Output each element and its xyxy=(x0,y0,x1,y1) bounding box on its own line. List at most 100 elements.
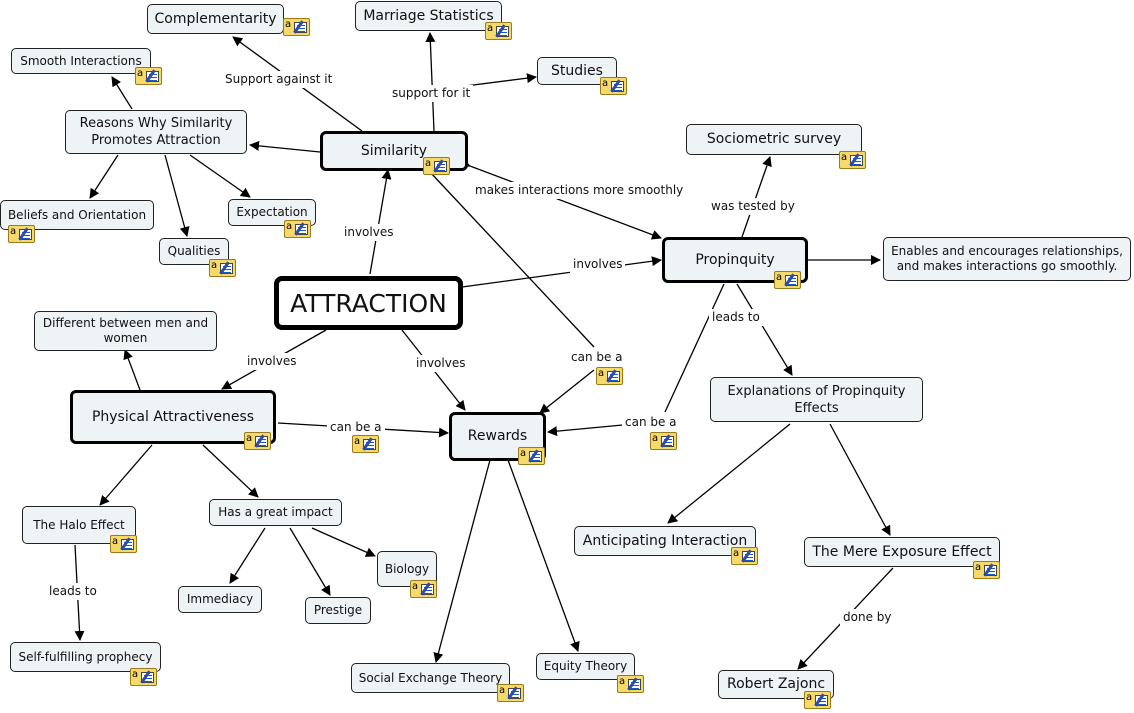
node-sociometric-survey[interactable]: Sociometric survey xyxy=(686,124,862,155)
note-letter-glyph: a xyxy=(487,23,494,34)
link-label-support-for: support for it xyxy=(389,85,474,102)
resource-note-icon[interactable]: a xyxy=(617,675,644,693)
node-self-fulfilling[interactable]: Self-fulfilling prophecy xyxy=(10,642,161,672)
resource-note-icon[interactable]: a xyxy=(774,271,801,289)
resource-note-icon[interactable]: a xyxy=(600,77,627,95)
resource-note-icon[interactable]: a xyxy=(596,367,623,385)
resource-note-icon[interactable]: a xyxy=(244,432,271,450)
edge-rewards-equity xyxy=(507,459,580,652)
resource-note-icon[interactable]: a xyxy=(423,157,450,175)
node-rewards[interactable]: Rewards xyxy=(449,412,546,461)
link-label-can-be-a-propinquity: can be a xyxy=(622,414,680,431)
edge-similarity-propinquity xyxy=(459,158,662,240)
node-complementarity[interactable]: Complementarity xyxy=(147,4,284,34)
note-letter-glyph: a xyxy=(841,152,848,163)
node-physical-attractiveness[interactable]: Physical Attractiveness xyxy=(70,390,276,444)
edge-reasons-smooth xyxy=(111,76,133,110)
note-letter-glyph: a xyxy=(598,368,605,379)
note-letter-glyph: a xyxy=(619,676,626,687)
edge-reasons-qualities xyxy=(164,154,190,237)
node-great-impact[interactable]: Has a great impact xyxy=(209,499,342,526)
edge-physical-different xyxy=(123,349,141,391)
note-letter-glyph: a xyxy=(806,692,813,703)
resource-note-icon[interactable]: a xyxy=(973,561,1000,579)
edge-similarity-rewards xyxy=(429,171,595,348)
resource-note-icon[interactable]: a xyxy=(804,691,831,709)
note-letter-glyph: a xyxy=(776,272,783,283)
edge-impact-immediacy xyxy=(229,527,266,584)
note-letter-glyph: a xyxy=(602,78,609,89)
note-letter-glyph: a xyxy=(652,433,659,444)
node-biology[interactable]: Biology xyxy=(377,551,437,587)
note-letter-glyph: a xyxy=(354,436,361,447)
resource-note-icon[interactable]: a xyxy=(839,151,866,169)
node-attraction[interactable]: ATTRACTION xyxy=(274,276,463,330)
note-letter-glyph: a xyxy=(211,260,218,271)
node-social-exchange[interactable]: Social Exchange Theory xyxy=(351,663,510,693)
node-explanations[interactable]: Explanations of Propinquity Effects xyxy=(710,377,923,422)
resource-note-icon[interactable]: a xyxy=(284,220,311,238)
note-letter-glyph: a xyxy=(246,433,253,444)
link-label-makes-smooth: makes interactions more smoothly xyxy=(472,182,687,199)
edge-impact-biology xyxy=(311,527,376,557)
resource-note-icon[interactable]: a xyxy=(8,225,35,243)
node-enables[interactable]: Enables and encourages relationships, an… xyxy=(883,237,1131,281)
link-label-leads-to-self: leads to xyxy=(46,583,100,600)
note-letter-glyph: a xyxy=(137,68,144,79)
resource-note-icon[interactable]: a xyxy=(497,684,524,702)
node-marriage-statistics[interactable]: Marriage Statistics xyxy=(355,1,502,31)
note-letter-glyph: a xyxy=(286,221,293,232)
edge-rewards-social xyxy=(433,459,491,663)
note-letter-glyph: a xyxy=(412,581,419,592)
node-immediacy[interactable]: Immediacy xyxy=(178,586,262,613)
node-prestige[interactable]: Prestige xyxy=(305,597,371,624)
link-label-leads-to-explanations: leads to xyxy=(709,309,763,326)
node-reasons-similarity[interactable]: Reasons Why Similarity Promotes Attracti… xyxy=(65,110,247,154)
note-letter-glyph: a xyxy=(112,536,119,547)
resource-note-icon[interactable]: a xyxy=(485,22,512,40)
node-beliefs-orientation[interactable]: Beliefs and Orientation xyxy=(0,200,154,230)
node-smooth-interactions[interactable]: Smooth Interactions xyxy=(11,48,151,74)
link-label-support-against: Support against it xyxy=(222,71,336,88)
link-label-can-be-a-physical: can be a xyxy=(327,419,385,436)
node-propinquity[interactable]: Propinquity xyxy=(662,237,808,283)
edge-propinquity-sociometric xyxy=(741,156,772,238)
resource-note-icon[interactable]: a xyxy=(135,67,162,85)
node-equity-theory[interactable]: Equity Theory xyxy=(536,653,635,680)
edge-similarity-reasons xyxy=(249,140,321,153)
link-label-involves-propinquity: involves xyxy=(570,256,626,273)
node-different-men-women[interactable]: Different between men and women xyxy=(34,311,217,351)
node-expectation[interactable]: Expectation xyxy=(228,199,316,226)
edge-physical-halo xyxy=(99,444,153,506)
note-letter-glyph: a xyxy=(499,685,506,696)
link-label-involves-similarity: involves xyxy=(341,224,397,241)
resource-note-icon[interactable]: a xyxy=(283,18,310,36)
edge-propinquity-rewards xyxy=(664,283,725,413)
resource-note-icon[interactable]: a xyxy=(352,435,379,453)
resource-note-icon[interactable]: a xyxy=(130,668,157,686)
note-letter-glyph: a xyxy=(425,158,432,169)
note-letter-glyph: a xyxy=(975,562,982,573)
edge-explanations-mere xyxy=(829,423,891,536)
edge-similarity-rewards-b xyxy=(539,369,595,414)
resource-note-icon[interactable]: a xyxy=(110,535,137,553)
link-label-involves-rewards: involves xyxy=(413,355,469,372)
node-qualities[interactable]: Qualities xyxy=(159,238,229,265)
resource-note-icon[interactable]: a xyxy=(650,432,677,450)
link-label-can-be-a-similarity: can be a xyxy=(568,349,626,366)
node-mere-exposure[interactable]: The Mere Exposure Effect xyxy=(804,537,1000,567)
resource-note-icon[interactable]: a xyxy=(518,447,545,465)
resource-note-icon[interactable]: a xyxy=(731,547,758,565)
edge-reasons-beliefs xyxy=(89,154,119,199)
node-anticipating-interaction[interactable]: Anticipating Interaction xyxy=(574,526,756,556)
link-label-involves-physical: involves xyxy=(244,353,300,370)
resource-note-icon[interactable]: a xyxy=(410,580,437,598)
edge-similarity-marriage xyxy=(425,32,436,132)
edge-reasons-expectation xyxy=(189,154,251,198)
resource-note-icon[interactable]: a xyxy=(209,259,236,277)
edge-impact-prestige xyxy=(289,527,331,596)
edge-physical-impact xyxy=(202,444,259,498)
edge-propinquity-explanations xyxy=(736,283,793,376)
